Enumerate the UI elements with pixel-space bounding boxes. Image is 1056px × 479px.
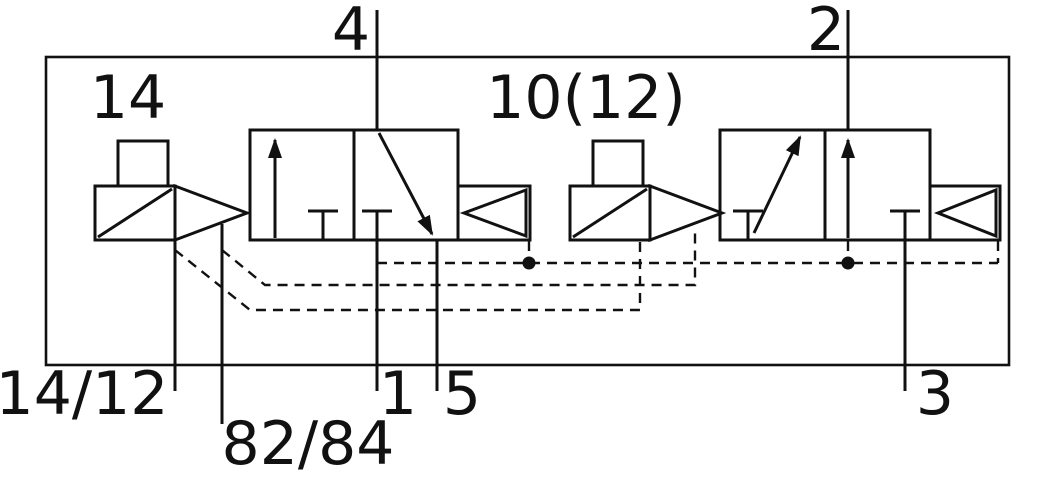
left-pilot-triangle-icon (173, 183, 252, 243)
right-valve (568, 128, 1002, 243)
port-3-label: 3 (916, 359, 954, 429)
right-pilot-triangle-icon (648, 183, 727, 243)
pilot-10-12-label: 10(12) (486, 63, 686, 133)
pilot-14-label: 14 (90, 63, 166, 133)
port-4-label: 4 (332, 0, 370, 65)
left-air-return-box (456, 184, 532, 242)
right-flow-arrow-diagonal (752, 135, 802, 234)
port-labels: 4 2 14 10(12) 14/12 82/84 1 5 3 (0, 0, 954, 479)
port-2-label: 2 (807, 0, 845, 65)
port-82-84-label: 82/84 (222, 409, 395, 479)
enclosure-frame (44, 55, 1011, 367)
left-valve (93, 128, 532, 243)
junction-dot-left (522, 256, 536, 270)
port-lines (173, 10, 907, 424)
port-1-label: 1 (379, 359, 417, 429)
pilot-line-supply (174, 241, 642, 312)
right-air-return-box (928, 184, 1002, 242)
right-solenoid-diagonal (572, 187, 648, 239)
left-flow-arrow-diagonal (377, 132, 434, 236)
left-air-return-triangle-icon (459, 187, 528, 239)
port-5-label: 5 (443, 359, 481, 429)
left-solenoid-diagonal (97, 187, 173, 239)
port-14-12-label: 14/12 (0, 359, 168, 429)
right-manual-override (591, 139, 645, 188)
right-air-return-triangle-icon (933, 187, 998, 239)
pilot-lines (174, 230, 1000, 312)
left-manual-override (116, 139, 170, 188)
pilot-line-exhaust (221, 230, 697, 287)
junction-dot-right (841, 256, 855, 270)
